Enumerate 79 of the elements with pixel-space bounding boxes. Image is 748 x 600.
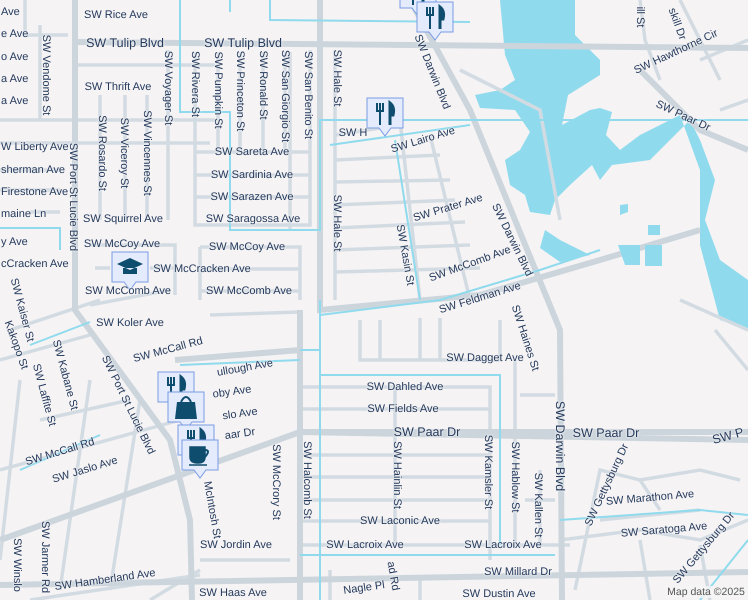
street-label: SW Ronald St <box>257 50 269 120</box>
street-label: SW Port St Lucie Blvd <box>67 142 79 252</box>
street-label: SW Rosardo St <box>96 115 108 191</box>
street-label: SW Lairo Ave <box>389 124 457 156</box>
street-label: SW Laconic Ave <box>360 515 440 527</box>
street-label: SW P <box>711 426 745 446</box>
street-label: SW Dahled Ave <box>366 381 444 393</box>
street-label: SW Jarmer Rd <box>39 520 51 594</box>
attribution-text: Map data ©2025 <box>665 586 747 598</box>
street-label: SW Millard Dr <box>484 566 552 578</box>
street-label: SW McComb Ave <box>206 285 292 297</box>
street-label: ullough Ave <box>216 357 274 379</box>
street-label: SW Pumpkin St <box>212 51 224 129</box>
street-label: SW Paar Dr <box>654 98 712 134</box>
street-label: SW Fields Ave <box>367 403 439 415</box>
street-label: y Ave <box>1 236 28 248</box>
street-label: SW Vendome St <box>40 34 52 116</box>
street-label: SW Hainlin St <box>391 441 403 509</box>
street-label: SW Winslo <box>11 538 23 592</box>
street-label: SW Saragossa Ave <box>206 213 300 225</box>
street-label: cCracken Ave <box>1 258 69 270</box>
street-label: SW San Benito St <box>302 50 314 140</box>
street-label: SW Tulip Blvd <box>86 37 164 49</box>
street-label: SW Haas Ave <box>199 587 267 599</box>
street-label: SW Kamsler St <box>482 434 494 510</box>
street-label: SW Lacroix Ave <box>326 539 404 551</box>
street-label: SW Darwin Blvd <box>554 400 566 492</box>
street-label: Ave <box>1 6 20 18</box>
street-label: SW Sarazen Ave <box>210 191 294 203</box>
street-label: SW Koler Ave <box>96 317 164 329</box>
street-label: SW Jordin Ave <box>200 539 272 551</box>
street-label: SW Kallen St <box>532 472 544 538</box>
street-label: a Ave <box>1 95 28 107</box>
street-label: SW Hamberland Ave <box>54 566 156 594</box>
street-label: SW Dustin Ave <box>462 588 536 600</box>
street-label: SW McCrory St <box>270 444 282 520</box>
street-label: Firestone Ave <box>1 186 68 198</box>
street-label: SW McCall Rd <box>132 334 204 366</box>
street-label: SW Paar Dr <box>572 427 640 439</box>
street-label: SW Sareta Ave <box>214 146 290 158</box>
street-label: e Ave <box>1 28 28 40</box>
street-label: Nagle Pl <box>342 579 386 597</box>
street-label: SW Hablow St <box>509 442 521 512</box>
street-label: McIntosh St <box>201 480 223 540</box>
street-label: SW Paar Dr <box>394 426 460 438</box>
street-label: SW H <box>338 127 368 139</box>
street-label: skill Dr <box>666 6 688 42</box>
street-label: oby Ave <box>212 383 252 401</box>
street-label: SW Sardinia Ave <box>210 169 294 181</box>
street-label: maine Ln <box>1 208 46 220</box>
street-label: SW Squirrel Ave <box>83 213 163 225</box>
street-label: SW McCoy Ave <box>208 241 286 253</box>
street-label: SW Vincennes St <box>141 110 153 196</box>
street-label: slo Ave <box>222 406 258 422</box>
street-label: W Liberty Ave <box>1 141 69 153</box>
street-label: SW Princeton St <box>234 50 246 132</box>
street-label: ad Rd <box>384 560 402 592</box>
street-label: SW San Giorgio St <box>279 50 291 142</box>
street-label: SW Darwin Blvd <box>412 32 452 112</box>
street-label: SW Viceroy St <box>118 118 130 188</box>
street-label: SW McCracken Ave <box>153 263 251 275</box>
street-label: SW Kasin St <box>394 224 416 286</box>
street-label: sherman Ave <box>1 164 66 176</box>
street-label: SW Prater Ave <box>412 192 484 224</box>
street-label: SW Rice Ave <box>84 9 148 21</box>
street-label: SW Tulip Blvd <box>204 37 282 49</box>
street-label: SW Hale St <box>331 50 343 106</box>
street-label: SW Voyager St <box>162 50 174 126</box>
street-label: SW McCoy Ave <box>84 238 160 250</box>
street-label: aar Dr <box>224 426 256 442</box>
street-label: SW Thrift Ave <box>84 81 152 93</box>
street-label: a Ave <box>1 73 28 85</box>
street-label: SW Hale St <box>331 194 343 252</box>
street-label: SW McComb Ave <box>85 285 171 297</box>
street-label: SW Lacroix Ave <box>464 539 542 551</box>
street-label: SW Rivera St <box>189 51 201 117</box>
street-label: o Ave <box>1 51 28 63</box>
street-label: ill St <box>634 6 646 28</box>
street-label: SW Halcomb St <box>301 441 313 519</box>
